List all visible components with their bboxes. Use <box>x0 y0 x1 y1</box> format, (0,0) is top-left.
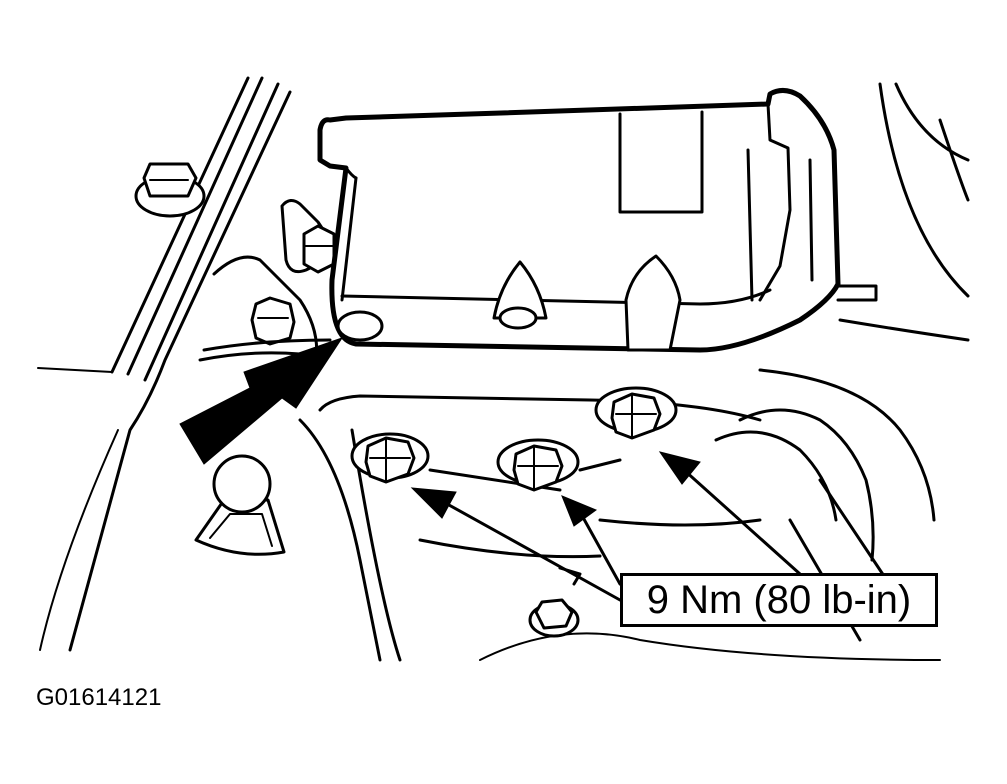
upper-left-bolt <box>134 162 206 218</box>
torque-callout-label: 9 Nm (80 lb-in) <box>646 577 912 622</box>
manifold-bolt-middle <box>496 438 580 492</box>
engine-cover <box>317 88 841 353</box>
cover-bosses <box>336 254 682 352</box>
big-black-arrow <box>179 337 344 465</box>
lower-left-knob <box>194 454 286 556</box>
left-frame-lines <box>37 76 292 652</box>
manifold <box>298 394 941 662</box>
torque-callout: 9 Nm (80 lb-in) <box>620 573 938 627</box>
right-structure <box>714 82 970 642</box>
figure-id: G01614121 <box>36 684 162 711</box>
side-bolt <box>198 255 319 362</box>
manifold-bolt-left <box>350 432 430 484</box>
leader-lines <box>410 451 802 602</box>
bracket-clip <box>280 199 336 274</box>
lower-bolt <box>528 598 580 638</box>
manifold-bolt-right <box>594 386 678 440</box>
